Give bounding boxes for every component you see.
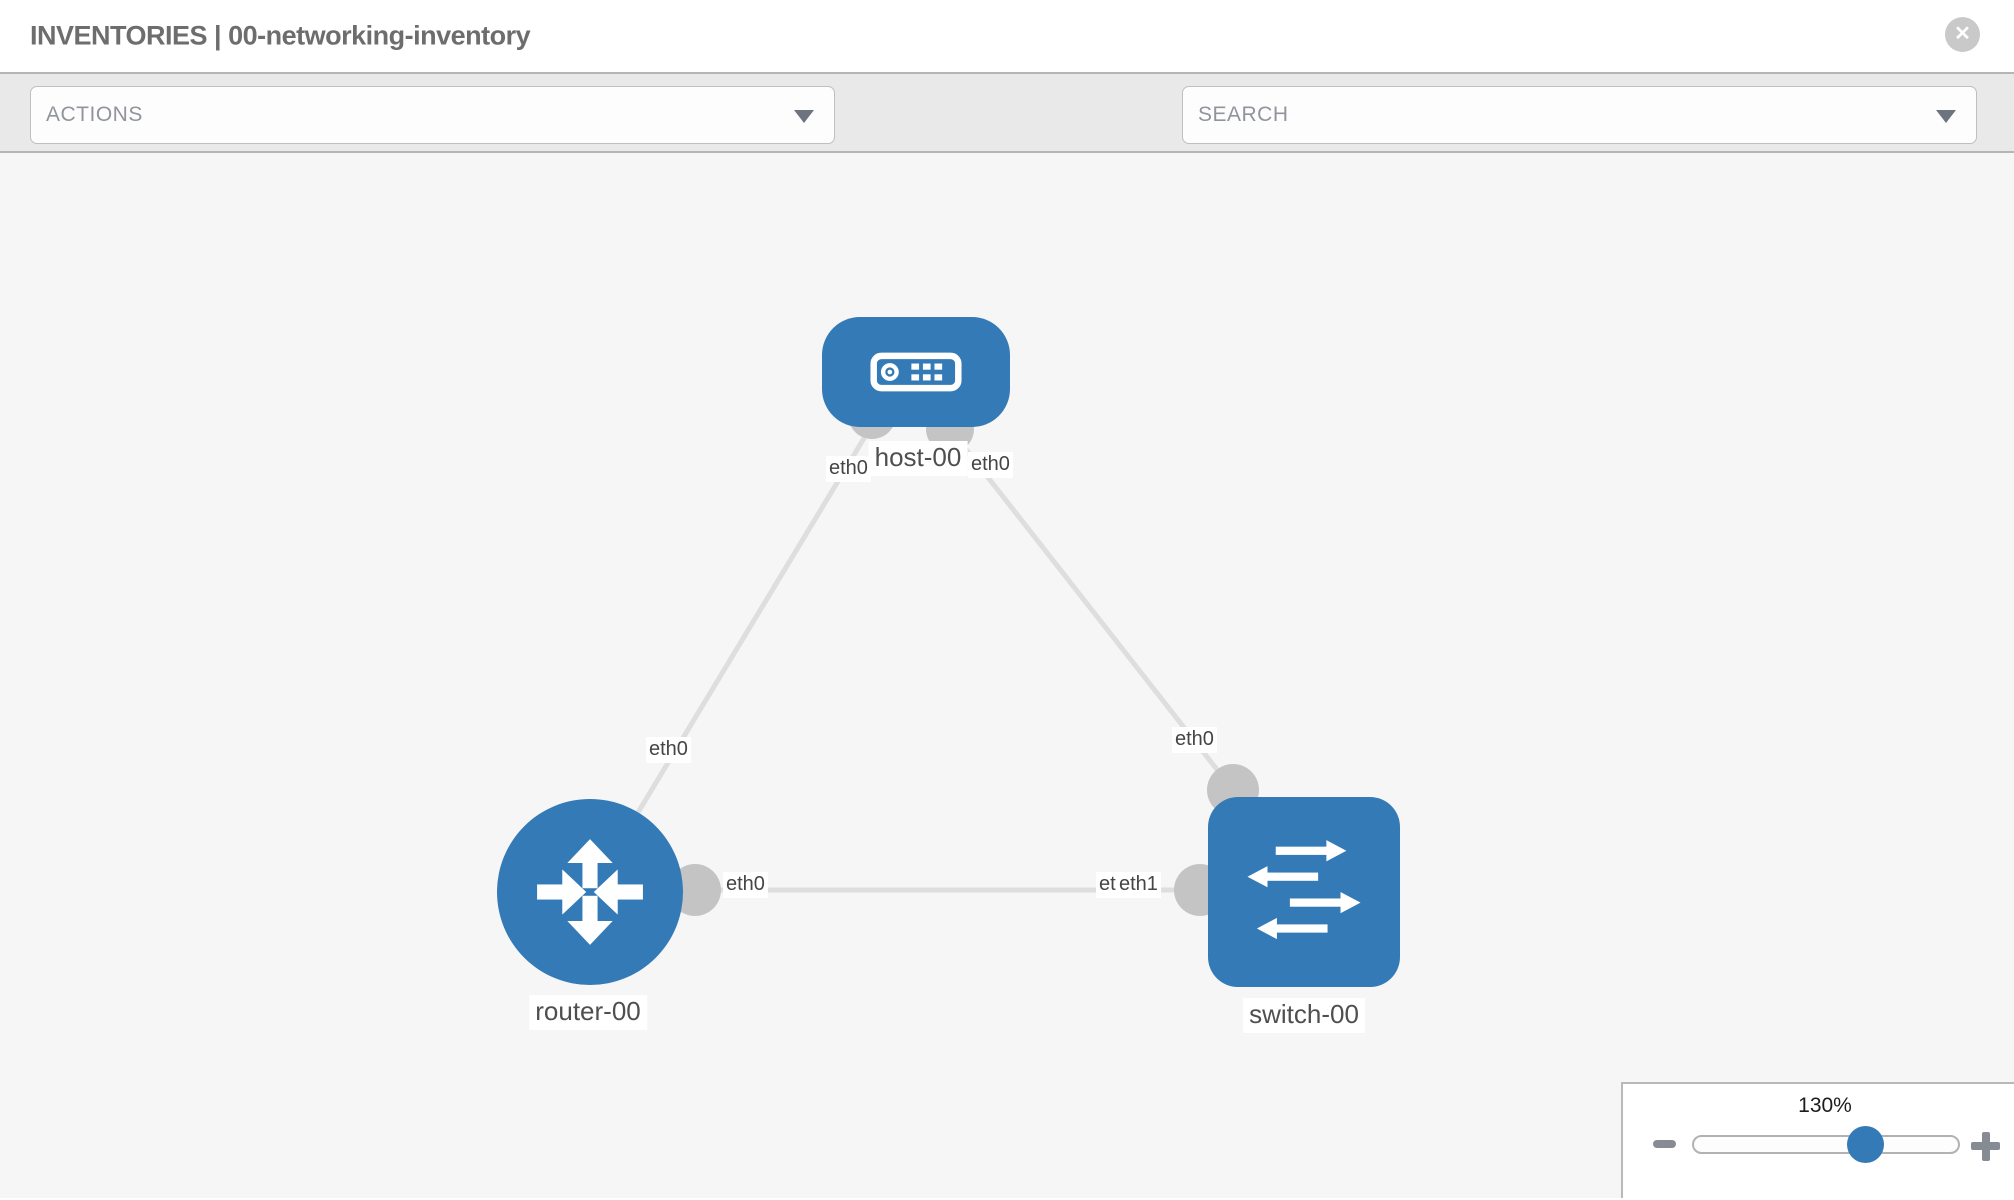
search-dropdown[interactable]: SEARCH — [1182, 86, 1977, 144]
search-dropdown-label: SEARCH — [1198, 103, 1289, 126]
plus-icon[interactable] — [1966, 1126, 2006, 1166]
interface-label-router-eth0: eth0 — [646, 737, 691, 763]
minus-icon[interactable] — [1648, 1129, 1682, 1159]
switch-icon — [1247, 840, 1361, 940]
links-layer — [587, 391, 1259, 916]
zoom-level-value: 130% — [1798, 1094, 1852, 1117]
actions-dropdown-label: ACTIONS — [46, 103, 143, 126]
interface-label-host-eth0-left: eth0 — [826, 456, 871, 482]
zoom-slider-track[interactable] — [1692, 1135, 1960, 1154]
chevron-down-icon — [794, 110, 814, 123]
node-router-00[interactable] — [497, 799, 683, 985]
page-title: INVENTORIES | 00-networking-inventory — [30, 20, 531, 51]
node-label-router: router-00 — [529, 995, 647, 1030]
host-icon — [870, 352, 962, 392]
interface-label-host-eth0-right: eth0 — [968, 452, 1013, 478]
zoom-panel: 130% — [1621, 1082, 2014, 1198]
chevron-down-icon — [1936, 110, 1956, 123]
actions-dropdown[interactable]: ACTIONS — [30, 86, 835, 144]
interface-label-router-eth0-bottom: eth0 — [723, 872, 768, 898]
node-label-switch: switch-00 — [1243, 998, 1365, 1033]
router-icon — [537, 839, 643, 945]
interface-label-switch-eth1: eth1 — [1116, 872, 1161, 898]
close-icon[interactable]: ✕ — [1945, 17, 1980, 52]
node-label-host: host-00 — [868, 441, 968, 476]
page-header: INVENTORIES | 00-networking-inventory ✕ — [0, 0, 2014, 72]
topology-canvas[interactable]: host-00 router-00 switch-00 eth0 eth0 et… — [0, 153, 2014, 1198]
toolbar: ACTIONS SEARCH — [0, 72, 2014, 203]
node-host-00[interactable] — [822, 317, 1010, 427]
interface-label-switch-eth0: eth0 — [1172, 727, 1217, 753]
zoom-slider-knob[interactable] — [1847, 1126, 1884, 1163]
node-switch-00[interactable] — [1208, 797, 1400, 987]
